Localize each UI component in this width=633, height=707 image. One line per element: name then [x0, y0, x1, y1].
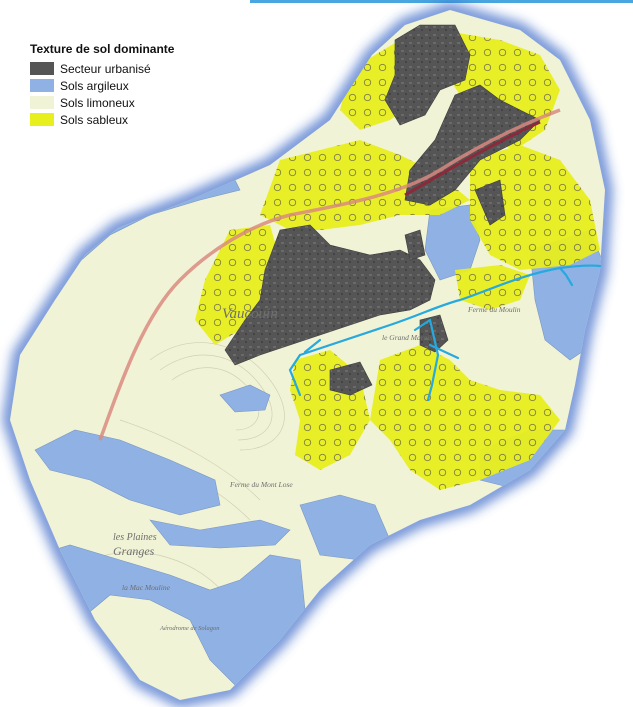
legend: Texture de sol dominante Secteur urbanis…: [18, 36, 186, 134]
legend-label-urban: Secteur urbanisé: [60, 61, 151, 76]
legend-swatch-silt: [30, 96, 54, 109]
legend-label-silt: Sols limoneux: [60, 95, 135, 110]
label-ferme-moulin: Ferme du Moulin: [467, 305, 521, 314]
legend-item-clay: Sols argileux: [24, 77, 180, 94]
watercourses: [288, 264, 602, 402]
top-accent-bar: [250, 0, 633, 3]
legend-item-urban: Secteur urbanisé: [24, 60, 180, 77]
label-grand-marais: le Grand Marais: [382, 333, 432, 342]
legend-label-sand: Sols sableux: [60, 112, 129, 127]
legend-item-silt: Sols limoneux: [24, 94, 180, 111]
place-labels: Vaucouin Ferme du Moulin le Grand Marais…: [113, 305, 521, 632]
main-road-dark-section: [404, 120, 541, 197]
label-les-plaines: les Plaines: [113, 532, 157, 543]
main-road: [98, 108, 561, 441]
label-aerodrome: Aérodrome de Solagon: [159, 625, 219, 632]
legend-label-clay: Sols argileux: [60, 78, 129, 93]
legend-swatch-urban: [30, 62, 54, 75]
label-vauroux: Vaucouin: [222, 306, 278, 322]
contour-lines: [89, 342, 285, 601]
legend-title: Texture de sol dominante: [30, 42, 175, 56]
label-granges: Granges: [113, 544, 155, 558]
label-ferme-mont-lose: Ferme du Mont Lose: [229, 480, 293, 489]
label-mac-mouline: la Mac Mouline: [122, 583, 171, 592]
legend-swatch-clay: [30, 79, 54, 92]
legend-item-sand: Sols sableux: [24, 111, 180, 128]
legend-swatch-sand: [30, 113, 54, 126]
